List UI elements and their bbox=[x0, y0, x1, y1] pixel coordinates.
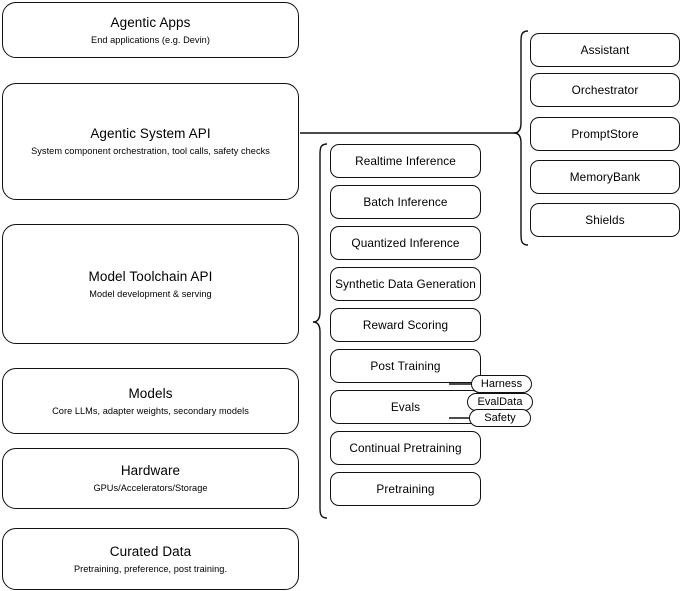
agentic-system-item-memorybank[interactable]: MemoryBank bbox=[530, 160, 680, 194]
layer-subtitle: Model development & serving bbox=[89, 288, 212, 299]
layer-curated-data[interactable]: Curated Data Pretraining, preference, po… bbox=[2, 528, 299, 590]
toolchain-item-label: Reward Scoring bbox=[362, 318, 449, 332]
toolchain-item-batch-inference[interactable]: Batch Inference bbox=[330, 185, 481, 219]
layer-subtitle: Pretraining, preference, post training. bbox=[73, 563, 228, 574]
layer-subtitle: System component orchestration, tool cal… bbox=[31, 146, 270, 156]
layer-title: Agentic Apps bbox=[110, 14, 191, 30]
agentic-system-item-label: PromptStore bbox=[571, 127, 639, 141]
toolchain-item-label: Quantized Inference bbox=[351, 236, 460, 250]
agentic-system-item-label: MemoryBank bbox=[569, 170, 641, 184]
layer-title: Agentic System API bbox=[90, 126, 211, 141]
layer-subtitle: Core LLMs, adapter weights, secondary mo… bbox=[52, 405, 249, 416]
evals-pill-safety[interactable]: Safety bbox=[469, 409, 531, 427]
agentic-system-item-shields[interactable]: Shields bbox=[530, 203, 680, 237]
agentic-system-item-assistant[interactable]: Assistant bbox=[530, 33, 680, 67]
layer-agentic-system-api[interactable]: Agentic System API System component orch… bbox=[2, 83, 299, 200]
layer-models[interactable]: Models Core LLMs, adapter weights, secon… bbox=[2, 368, 299, 434]
layer-subtitle: End applications (e.g. Devin) bbox=[91, 34, 210, 45]
toolchain-item-label: Evals bbox=[390, 400, 421, 414]
layer-subtitle: GPUs/Accelerators/Storage bbox=[93, 483, 208, 493]
toolchain-item-post-training[interactable]: Post Training bbox=[330, 349, 481, 383]
toolchain-item-label: Realtime Inference bbox=[355, 154, 456, 168]
toolchain-item-reward-scoring[interactable]: Reward Scoring bbox=[330, 308, 481, 342]
toolchain-item-evals[interactable]: Evals bbox=[330, 390, 481, 424]
agentic-system-item-label: Shields bbox=[585, 213, 625, 227]
toolchain-item-label: Batch Inference bbox=[363, 195, 448, 209]
brace-model-toolchain bbox=[312, 143, 328, 519]
agentic-system-item-orchestrator[interactable]: Orchestrator bbox=[530, 73, 680, 107]
toolchain-item-synthetic-data-generation[interactable]: Synthetic Data Generation bbox=[330, 267, 481, 301]
toolchain-item-label: Post Training bbox=[370, 359, 441, 373]
evals-pill-label: Harness bbox=[480, 378, 523, 390]
agentic-system-item-promptstore[interactable]: PromptStore bbox=[530, 117, 680, 151]
agentic-system-item-label: Orchestrator bbox=[571, 83, 639, 97]
evals-pill-label: Safety bbox=[484, 412, 516, 424]
layer-title: Hardware bbox=[120, 463, 181, 478]
toolchain-item-label: Synthetic Data Generation bbox=[335, 277, 476, 291]
layer-agentic-apps[interactable]: Agentic Apps End applications (e.g. Devi… bbox=[2, 2, 299, 58]
layer-title: Curated Data bbox=[109, 543, 192, 559]
toolchain-item-pretraining[interactable]: Pretraining bbox=[330, 472, 481, 506]
evals-pill-evaldata[interactable]: EvalData bbox=[467, 393, 533, 411]
agentic-system-item-label: Assistant bbox=[580, 43, 630, 57]
toolchain-item-quantized-inference[interactable]: Quantized Inference bbox=[330, 226, 481, 260]
layer-hardware[interactable]: Hardware GPUs/Accelerators/Storage bbox=[2, 448, 299, 509]
toolchain-item-label: Pretraining bbox=[376, 482, 435, 496]
layer-model-toolchain-api[interactable]: Model Toolchain API Model development & … bbox=[2, 224, 299, 344]
evals-pill-label: EvalData bbox=[477, 396, 523, 408]
evals-pill-harness[interactable]: Harness bbox=[471, 375, 532, 393]
brace-agentic-system bbox=[513, 30, 529, 246]
toolchain-item-continual-pretraining[interactable]: Continual Pretraining bbox=[330, 431, 481, 465]
layer-title: Models bbox=[128, 385, 173, 401]
layer-title: Model Toolchain API bbox=[88, 268, 213, 284]
toolchain-item-realtime-inference[interactable]: Realtime Inference bbox=[330, 144, 481, 178]
toolchain-item-label: Continual Pretraining bbox=[349, 441, 462, 455]
